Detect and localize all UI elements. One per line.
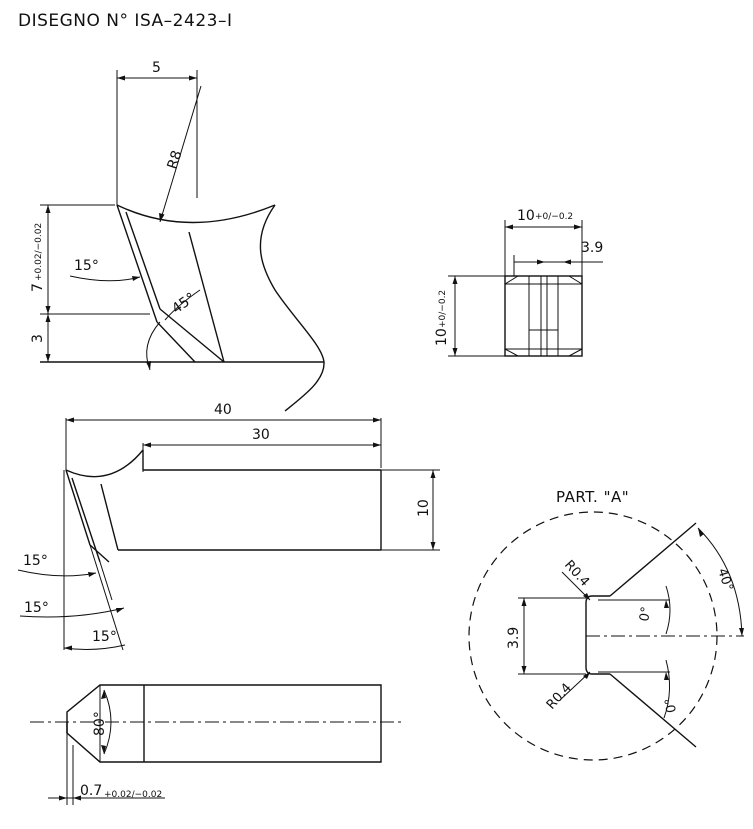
front-dim-height: 10 [416, 499, 432, 517]
end-dim-offset: 3.9 [581, 240, 603, 256]
detail-radius-bottom: R0.4 [544, 681, 575, 713]
side-dim-height: 7 [30, 283, 46, 292]
detail-angle-wide: 40° [714, 567, 735, 594]
side-radius-label: R8 [165, 149, 186, 172]
front-dim-total: 40 [214, 402, 232, 418]
top-dim-tip: 0.7 [80, 783, 102, 799]
end-view: 10 +0/−0.2 3.9 10 +0/−0.2 [434, 208, 603, 357]
front-angle-c: 15° [92, 629, 117, 645]
end-dim-width: 10 [517, 208, 535, 224]
side-dim-base: 3 [30, 334, 46, 343]
side-dim-height-tol: +0.02/−0.02 [34, 223, 44, 281]
front-view: 40 30 10 15° 15° 15° [17, 402, 440, 651]
detail-angle-top: 0° [637, 606, 654, 623]
top-dim-tip-tol: +0.02/−0.02 [104, 790, 162, 800]
side-dim-width: 5 [152, 60, 161, 76]
top-view: 80° 0.7 +0.02/−0.02 [30, 684, 405, 805]
front-angle-b: 15° [24, 600, 49, 616]
drawing-title: DISEGNO N° ISA–2423–I [18, 11, 232, 31]
side-view: 5 R8 7 +0.02/−0.02 3 15° [30, 60, 325, 412]
top-angle-tip: 80° [92, 711, 108, 736]
detail-title: PART. "A" [556, 488, 629, 506]
end-dim-height-tol: +0/−0.2 [438, 290, 448, 328]
detail-a: PART. "A" 3.9 R0.4 R0.4 40° 0° [468, 488, 744, 761]
end-dim-width-tol: +0/−0.2 [535, 212, 573, 222]
front-dim-body: 30 [252, 427, 270, 443]
detail-radius-top: R0.4 [561, 558, 592, 590]
detail-angle-bottom: 0° [663, 697, 680, 714]
detail-dim-width: 3.9 [506, 627, 522, 649]
side-angle-relief: 15° [74, 258, 99, 274]
end-dim-height: 10 [434, 328, 450, 346]
front-angle-a: 15° [23, 553, 48, 569]
